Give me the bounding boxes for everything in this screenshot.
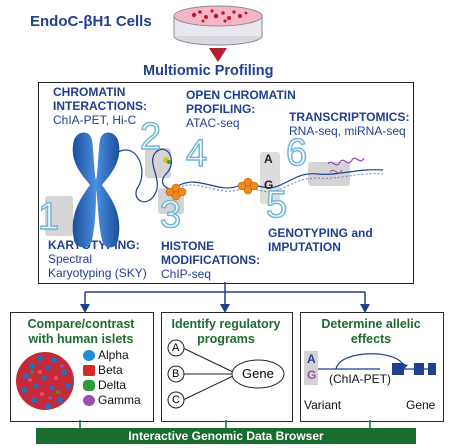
node-a: A <box>172 342 180 354</box>
legend-swatch-gamma <box>83 395 95 406</box>
number-4: 4 <box>185 133 208 175</box>
allelic-gene-label: Gene <box>406 398 436 412</box>
chromosome-dna-illustration <box>72 132 384 248</box>
open-chromatin-title-1: OPEN CHROMATIN <box>186 88 296 102</box>
browser-arrows <box>79 420 371 429</box>
histone-title-1: HISTONE <box>161 239 215 253</box>
chromatin-title-2: INTERACTIONS: <box>53 99 147 113</box>
compare-title-2: with human islets <box>28 332 134 346</box>
legend-label-gamma: Gamma <box>98 393 141 407</box>
chromatin-title-1: CHROMATIN <box>53 85 126 99</box>
islet-cluster-icon <box>16 352 74 410</box>
cells-title: EndoC-βH1 Cells <box>30 13 152 30</box>
down-arrow-icon <box>209 48 227 62</box>
regulatory-network-diagram <box>167 339 285 409</box>
number-6: 6 <box>285 132 308 174</box>
node-c: C <box>172 394 180 406</box>
allelic-method: (ChIA-PET) <box>329 372 392 386</box>
legend-swatch-beta <box>83 365 95 376</box>
allelic-title-1: Determine allelic <box>321 317 421 331</box>
gene-node-label: Gene <box>242 366 274 381</box>
legend-label-delta: Delta <box>98 378 127 392</box>
allelic-a: A <box>307 352 316 366</box>
karyotyping-methods-2: Karyotyping (SKY) <box>48 266 147 280</box>
legend-label-beta: Beta <box>98 363 123 377</box>
compare-title-1: Compare/contrast <box>27 317 135 331</box>
open-chromatin-title-2: PROFILING: <box>186 102 256 116</box>
transcriptomics-title: TRANSCRIPTOMICS: <box>289 110 410 124</box>
legend-label-alpha: Alpha <box>98 348 129 362</box>
legend-swatch-delta <box>83 380 95 391</box>
allelic-title-2: effects <box>350 332 392 346</box>
legend-swatch-alpha <box>83 350 95 361</box>
chromatin-methods: ChIA-PET, Hi-C <box>53 113 137 127</box>
shade-karyotyping <box>45 196 73 236</box>
allelic-g: G <box>307 368 317 382</box>
number-5: 5 <box>265 184 288 226</box>
regulatory-title-1: Identify regulatory <box>171 317 281 331</box>
allele-a: A <box>264 152 273 166</box>
profiling-title: Multiomic Profiling <box>143 63 274 79</box>
histone-title-2: MODIFICATIONS: <box>161 253 261 267</box>
karyotyping-methods-1: Spectral <box>48 252 93 266</box>
petri-dish-icon <box>173 5 263 46</box>
genomic-data-browser-bar: Interactive Genomic Data Browser <box>36 428 416 444</box>
node-b: B <box>172 368 180 380</box>
number-2: 2 <box>139 116 162 158</box>
histone-methods: ChIP-seq <box>161 267 212 281</box>
connector-arrows <box>80 282 370 313</box>
number-3: 3 <box>159 194 182 236</box>
regulatory-title-2: programs <box>197 332 255 346</box>
transcriptomics-methods: RNA-seq, miRNA-seq <box>289 124 406 138</box>
genotyping-title-2: IMPUTATION <box>268 240 341 254</box>
variant-label: Variant <box>304 398 342 412</box>
allelic-effect-diagram <box>304 351 436 385</box>
number-1: 1 <box>37 196 60 238</box>
open-chromatin-methods: ATAC-seq <box>186 116 240 130</box>
genotyping-title-1: GENOTYPING and <box>268 226 373 240</box>
allele-g: G <box>264 178 274 192</box>
